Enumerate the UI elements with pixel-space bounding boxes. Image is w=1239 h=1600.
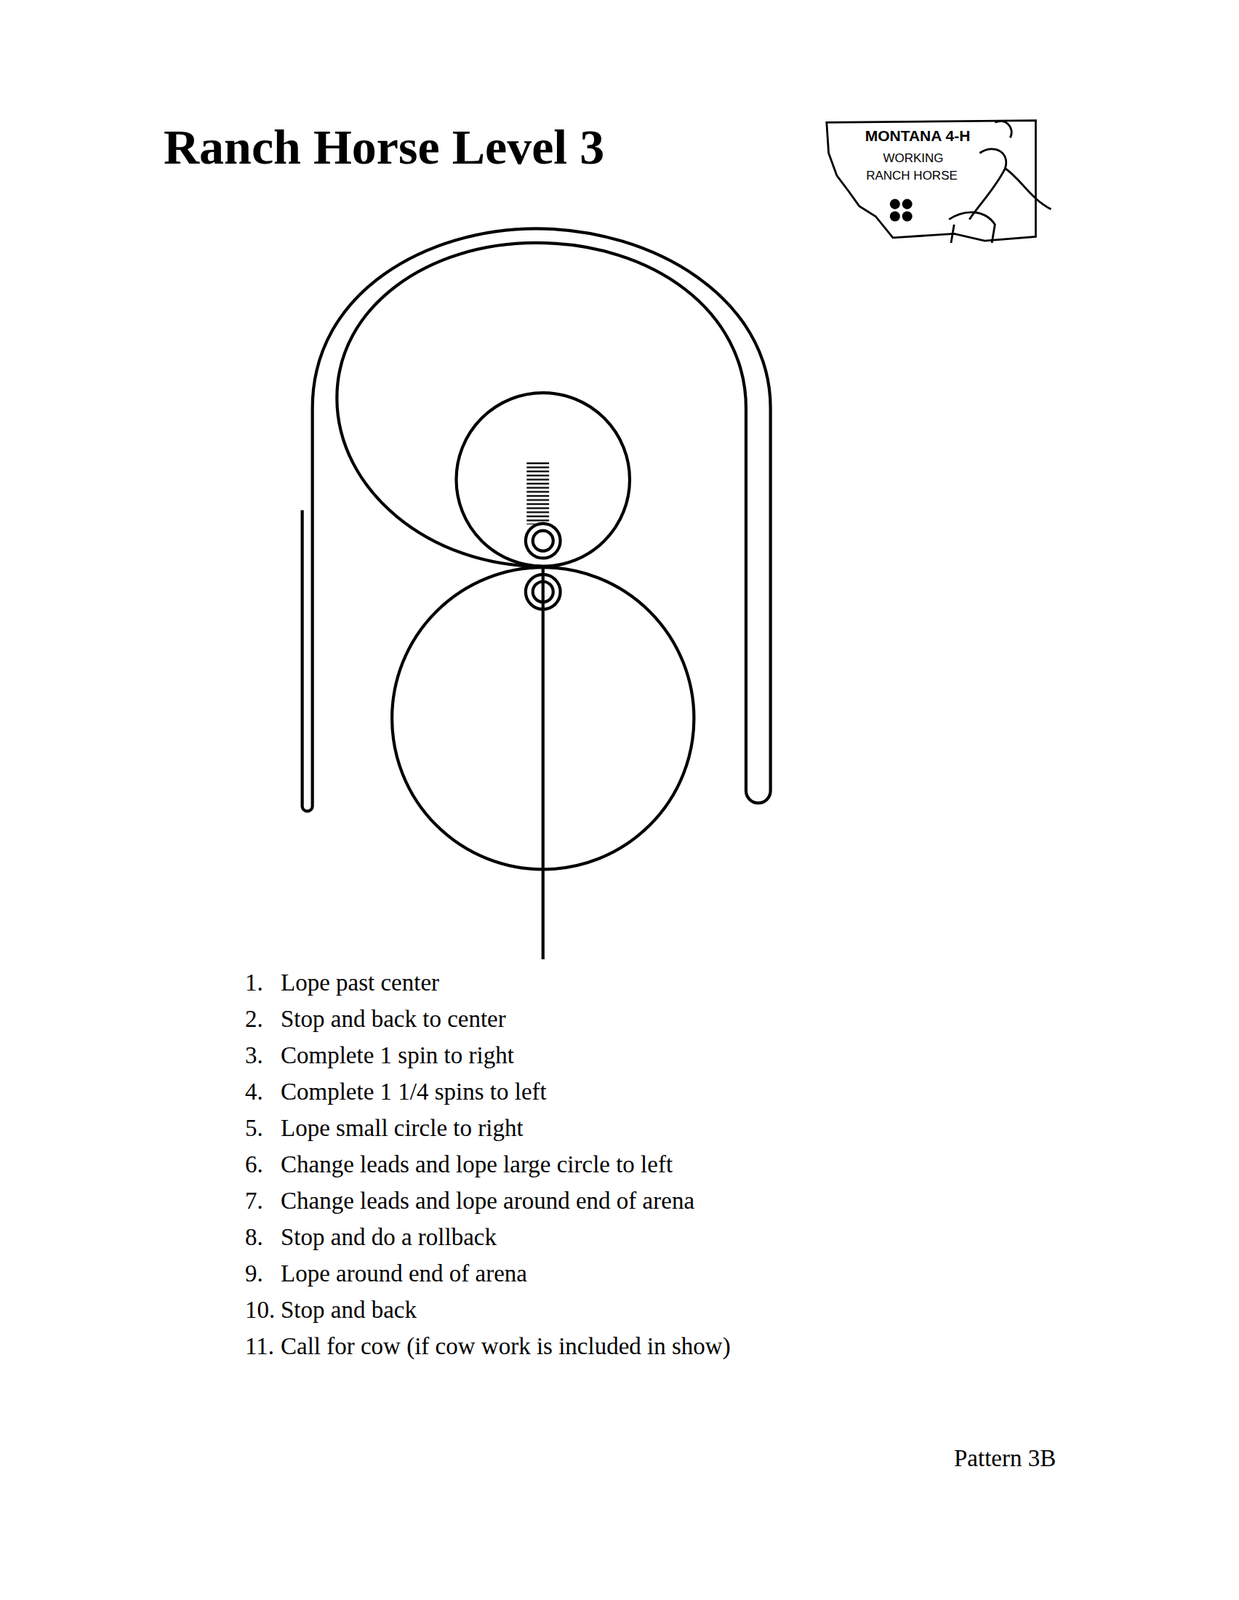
step-number: 1.: [245, 970, 264, 995]
pattern-path: [302, 228, 771, 960]
step-text: Complete 1 spin to right: [280, 1043, 515, 1068]
pattern-id: Pattern 3B: [953, 1446, 1056, 1471]
step-number: 3.: [245, 1043, 264, 1068]
step-text: Change leads and lope around end of aren…: [280, 1188, 695, 1213]
logo-text: WORKING: [882, 151, 944, 165]
step-text: Lope around end of arena: [280, 1261, 528, 1286]
step-text: Call for cow (if cow work is included in…: [280, 1334, 731, 1359]
backup-hatch: [526, 460, 549, 525]
step-number: 8.: [245, 1225, 264, 1250]
step-text: Stop and do a rollback: [280, 1225, 497, 1250]
title: Ranch Horse Level 3: [163, 122, 605, 172]
step-text: Lope past center: [280, 970, 440, 995]
logo-text: RANCH HORSE: [865, 169, 958, 182]
step-number: 10.: [245, 1297, 275, 1322]
step-number: 11.: [245, 1334, 275, 1359]
logo-text: MONTANA 4-H: [865, 127, 971, 144]
step-number: 5.: [245, 1116, 264, 1141]
step-text: Lope small circle to right: [280, 1116, 524, 1141]
step-text: Stop and back: [280, 1297, 417, 1322]
step-number: 2.: [245, 1007, 264, 1032]
step-text: Complete 1 1/4 spins to left: [280, 1079, 547, 1104]
logo: [826, 120, 1052, 243]
step-number: 6.: [245, 1152, 264, 1177]
step-text: Change leads and lope large circle to le…: [280, 1152, 673, 1177]
step-number: 4.: [245, 1079, 264, 1104]
step-number: 9.: [245, 1261, 264, 1286]
step-text: Stop and back to center: [280, 1007, 507, 1032]
step-number: 7.: [245, 1188, 264, 1213]
